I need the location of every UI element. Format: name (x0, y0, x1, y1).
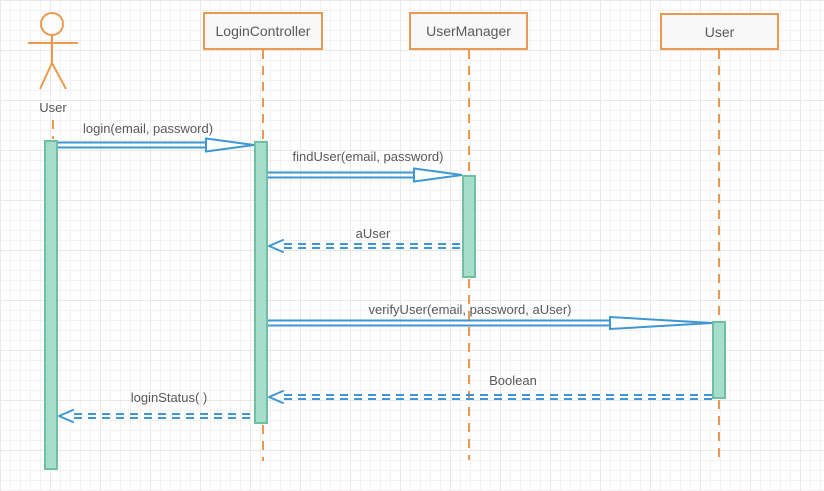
actor-right-leg (51, 62, 67, 90)
message-boolean-label: Boolean (489, 373, 537, 388)
boolean-arrowhead (268, 390, 284, 404)
participant-usermanager-label: UserManager (426, 23, 511, 39)
message-login-arrow (58, 137, 255, 153)
logincontroller-activation-bar (254, 141, 268, 424)
lifelines (52, 50, 720, 461)
participant-logincontroller-label: LoginController (215, 23, 311, 39)
actor-figure (28, 12, 78, 90)
loginstatus-arrowhead (58, 409, 74, 423)
participant-usermanager: UserManager (409, 12, 528, 50)
usermanager-activation-bar (462, 175, 476, 278)
finduser-arrowhead (413, 167, 463, 183)
message-finduser-arrow (268, 167, 463, 183)
message-finduser-label: findUser(email, password) (292, 149, 444, 164)
user-activation-bar (712, 321, 726, 399)
actor-label: User (39, 100, 67, 115)
login-arrowhead (205, 137, 255, 153)
message-verifyuser-label: verifyUser(email, password, aUser) (368, 302, 572, 317)
message-verifyuser-arrow (268, 315, 713, 331)
participant-logincontroller: LoginController (203, 12, 323, 50)
auser-arrowhead (268, 239, 284, 253)
actor-activation-bar (44, 140, 58, 470)
message-auser-arrow (268, 239, 462, 253)
message-boolean-arrow (268, 390, 712, 404)
actor-left-leg (39, 62, 53, 90)
message-loginstatus-arrow (58, 409, 254, 423)
message-login-label: login(email, password) (82, 121, 214, 136)
message-auser-label: aUser (355, 226, 391, 241)
verifyuser-arrowhead (609, 315, 713, 331)
message-loginstatus-label: loginStatus( ) (130, 390, 208, 405)
participant-user: User (660, 13, 779, 50)
participant-user-label: User (704, 23, 735, 40)
actor-head (40, 12, 64, 36)
